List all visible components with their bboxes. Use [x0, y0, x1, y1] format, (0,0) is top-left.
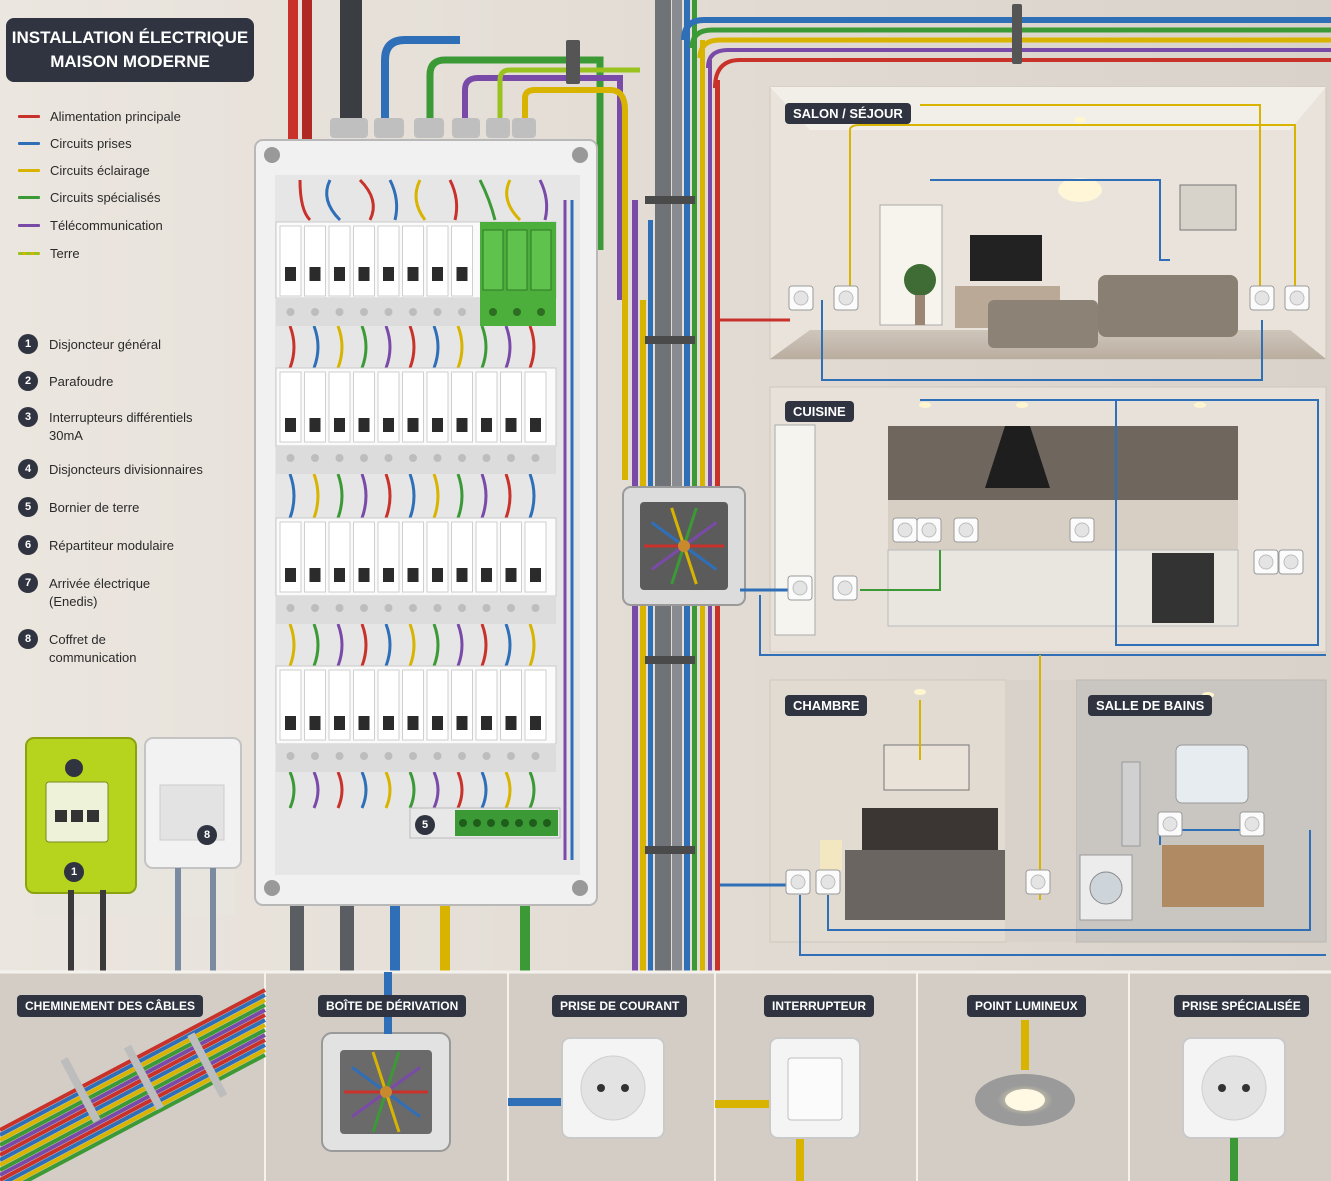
- distribution-panel: [254, 139, 598, 906]
- comm-box-badge: 8: [197, 825, 217, 845]
- legend-item-earth: Terre: [18, 246, 80, 261]
- legend-label: Circuits spécialisés: [50, 190, 161, 205]
- component-label: Disjoncteur général: [49, 337, 162, 352]
- component-label: Coffret de communication: [49, 632, 137, 665]
- legend-label: Circuits prises: [50, 136, 132, 151]
- number-badge: 7: [18, 573, 38, 593]
- number-badge: 3: [18, 407, 38, 427]
- legend-swatch: [18, 115, 40, 118]
- rooms: [769, 86, 1327, 943]
- meter-and-comm-box: [25, 737, 242, 972]
- number-badge: 1: [18, 334, 38, 354]
- number-badge: 6: [18, 535, 38, 555]
- incoming-conduits: [288, 0, 640, 480]
- legend-item-telecom: Télécommunication: [18, 218, 163, 233]
- legend-swatch: [18, 252, 40, 255]
- room-tag-salle-de-bains: SALLE DE BAINS: [1088, 695, 1213, 716]
- number-badge: 5: [18, 497, 38, 517]
- junction-box: [622, 486, 746, 606]
- room-tag-cuisine: CUISINE: [785, 401, 854, 422]
- room-wiring: [720, 104, 1326, 956]
- panel-tag-junction-box: BOÎTE DE DÉRIVATION: [318, 995, 467, 1017]
- earth-bar-badge: 5: [415, 815, 435, 835]
- number-badge: 8: [18, 629, 38, 649]
- legend-label: Terre: [50, 246, 80, 261]
- panel-tag-special-outlet: PRISE SPÉCIALISÉE: [1174, 995, 1309, 1017]
- room-tag-salon: SALON / SÉJOUR: [785, 103, 911, 124]
- title-line-1: INSTALLATION ÉLECTRIQUE: [11, 28, 249, 47]
- number-badge: 2: [18, 371, 38, 391]
- legend-item-lighting: Circuits éclairage: [18, 163, 150, 178]
- component-label: Interrupteurs différentiels 30mA: [49, 410, 193, 443]
- legend-item-power: Alimentation principale: [18, 109, 181, 124]
- panel-tag-cable-routing: CHEMINEMENT DES CÂBLES: [17, 995, 204, 1017]
- diagram-title: INSTALLATION ÉLECTRIQUE MAISON MODERNE: [6, 18, 254, 82]
- component-label: Disjoncteurs divisionnaires: [49, 462, 203, 477]
- legend-swatch: [18, 142, 40, 145]
- legend-item-outlets: Circuits prises: [18, 136, 132, 151]
- legend-swatch: [18, 169, 40, 172]
- panel-tag-light-point: POINT LUMINEUX: [967, 995, 1086, 1017]
- room-tag-chambre: CHAMBRE: [785, 695, 868, 716]
- legend-swatch: [18, 196, 40, 199]
- legend-label: Alimentation principale: [50, 109, 181, 124]
- number-badge: 4: [18, 459, 38, 479]
- meter-badge: 1: [64, 862, 84, 882]
- title-line-2: MAISON MODERNE: [50, 52, 210, 71]
- panel-tag-outlet: PRISE DE COURANT: [552, 995, 688, 1017]
- legend-item-special: Circuits spécialisés: [18, 190, 161, 205]
- component-label: Bornier de terre: [49, 500, 140, 515]
- legend-label: Télécommunication: [50, 218, 163, 233]
- component-label: Répartiteur modulaire: [49, 538, 175, 553]
- legend-swatch: [18, 224, 40, 227]
- component-label: Parafoudre: [49, 374, 114, 389]
- legend-label: Circuits éclairage: [50, 163, 150, 178]
- component-label: Arrivée électrique (Enedis): [49, 576, 151, 609]
- panel-tag-switch: INTERRUPTEUR: [764, 995, 875, 1017]
